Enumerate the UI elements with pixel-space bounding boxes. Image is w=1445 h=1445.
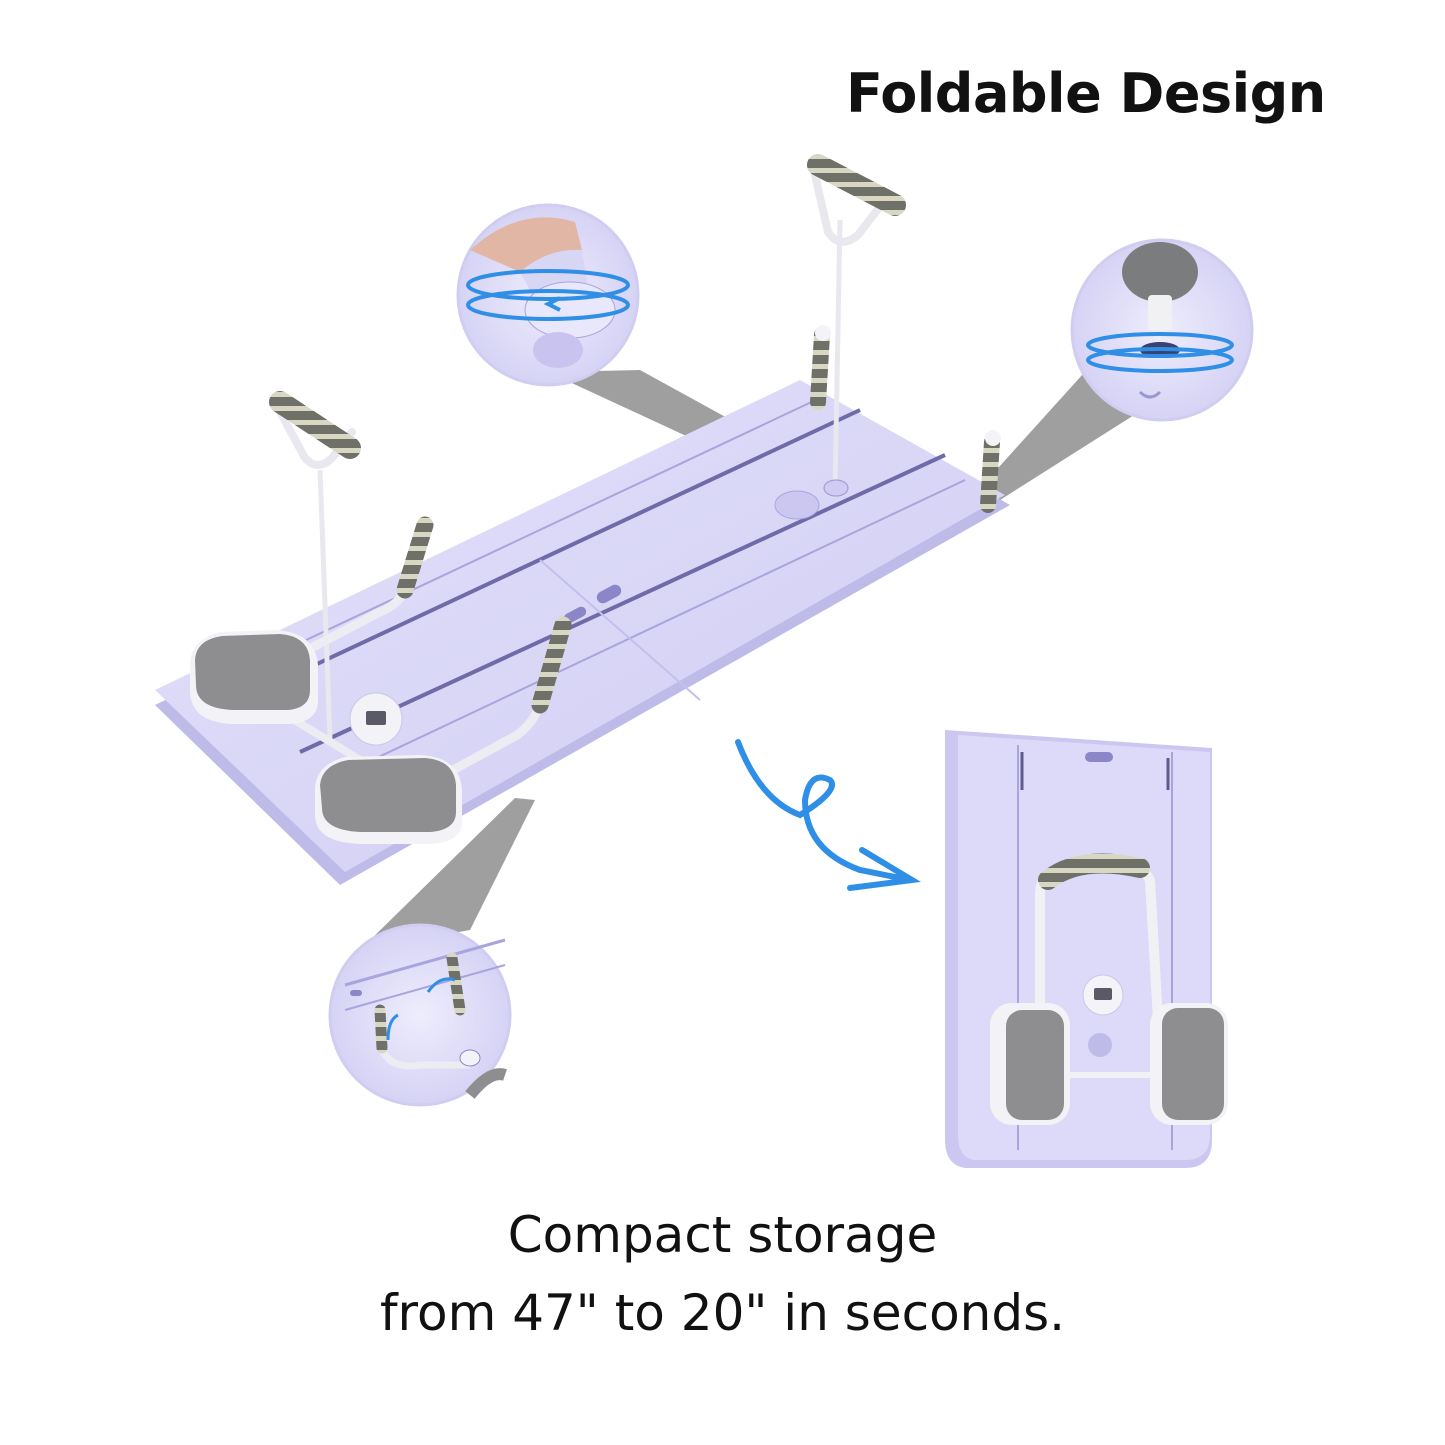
front-handle bbox=[269, 391, 361, 741]
folded-foot-pad-left bbox=[990, 1003, 1070, 1125]
rotate-arrows-icon-2 bbox=[1086, 332, 1234, 373]
page-title: Foldable Design bbox=[846, 62, 1326, 125]
folded-foot-pad-right bbox=[1150, 1003, 1228, 1125]
foot-pad-left bbox=[190, 630, 318, 724]
back-handle bbox=[807, 154, 906, 497]
curly-arrow-icon bbox=[735, 739, 921, 891]
caption-line-1: Compact storage bbox=[507, 1206, 938, 1264]
foot-pad-right bbox=[315, 755, 462, 844]
peg-right bbox=[980, 430, 1001, 513]
zoom-circle-knob bbox=[456, 203, 640, 387]
caption-line-2: from 47" to 20" in seconds. bbox=[379, 1284, 1066, 1342]
zoom-circle-peg bbox=[1070, 238, 1254, 422]
rotate-arrows-icon bbox=[466, 269, 630, 321]
counter-dial bbox=[349, 692, 403, 746]
peg-center bbox=[810, 325, 831, 410]
zoom-circle-footbar bbox=[328, 923, 512, 1107]
